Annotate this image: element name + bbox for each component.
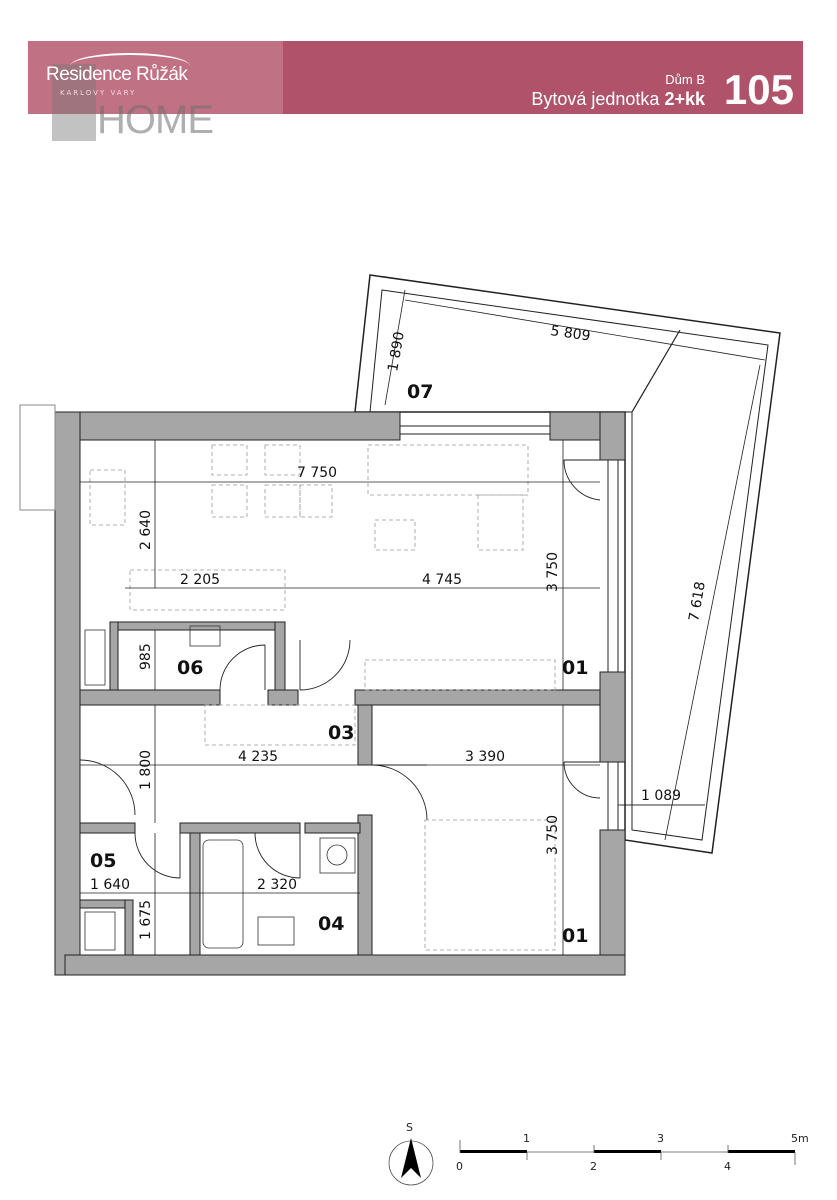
- dim-4745: 4 745: [422, 572, 462, 588]
- windows: [19, 404, 619, 831]
- fixtures: [84, 444, 556, 951]
- dim-3750-living: 3 750: [545, 552, 561, 592]
- room-label-03: 03: [328, 722, 354, 744]
- building-label: Dům B: [665, 72, 705, 87]
- lh-logo-block: [52, 64, 96, 141]
- wardrobe: [84, 629, 106, 686]
- dim-3390: 3 390: [465, 749, 505, 765]
- doors: [79, 459, 601, 879]
- room-label-04: 04: [318, 913, 344, 935]
- room-label-05: 05: [90, 850, 116, 872]
- dim-7618: 7 618: [686, 580, 709, 622]
- room-label-06: 06: [177, 657, 203, 679]
- logo-arc: [70, 53, 190, 79]
- dim-7750: 7 750: [297, 465, 337, 481]
- room-label-01-living: 01: [562, 657, 588, 679]
- compass-icon: S: [388, 1121, 434, 1186]
- dimension-lines: [80, 440, 705, 955]
- unit-label: Bytová jednotka 2+kk: [531, 89, 705, 110]
- brand-subtitle: KARLOVY VARY: [60, 89, 137, 97]
- dim-1640: 1 640: [90, 877, 130, 893]
- scale-tick-5m: 5m: [791, 1132, 809, 1145]
- washer: [319, 837, 356, 874]
- terrace: [354, 274, 781, 854]
- dim-1089: 1 089: [641, 788, 681, 804]
- scale-tick-3: 3: [657, 1132, 664, 1145]
- dim-3750-bedroom: 3 750: [545, 815, 561, 855]
- scale-bar: 0 1 2 3 4 5m: [456, 1132, 809, 1173]
- dim-5809: 5 809: [549, 323, 591, 344]
- walls: [54, 411, 626, 976]
- bathtub: [202, 839, 244, 949]
- unit-label-text: Bytová jednotka: [531, 89, 660, 109]
- dim-2640: 2 640: [138, 510, 154, 550]
- scale-tick-4: 4: [724, 1160, 731, 1173]
- sink: [257, 916, 295, 946]
- dim-985: 985: [138, 643, 154, 670]
- room-label-01-bedroom: 01: [562, 925, 588, 947]
- dim-4235: 4 235: [238, 749, 278, 765]
- home-logo-text: HOME: [97, 98, 214, 142]
- dim-1890: 1 890: [385, 330, 408, 372]
- room-label-07: 07: [407, 381, 433, 403]
- dim-1800: 1 800: [138, 750, 154, 790]
- dim-1675: 1 675: [138, 900, 154, 940]
- scale-tick-0: 0: [456, 1160, 463, 1173]
- scale-tick-1: 1: [523, 1132, 530, 1145]
- dim-2205: 2 205: [180, 572, 220, 588]
- scale-tick-2: 2: [590, 1160, 597, 1173]
- dim-2320: 2 320: [257, 877, 297, 893]
- unit-number: 105: [723, 66, 794, 113]
- unit-type: 2+kk: [664, 89, 705, 109]
- brand-name: Residence Růžák: [46, 64, 188, 85]
- wc-sink: [189, 625, 221, 647]
- compass-label: S: [406, 1121, 413, 1134]
